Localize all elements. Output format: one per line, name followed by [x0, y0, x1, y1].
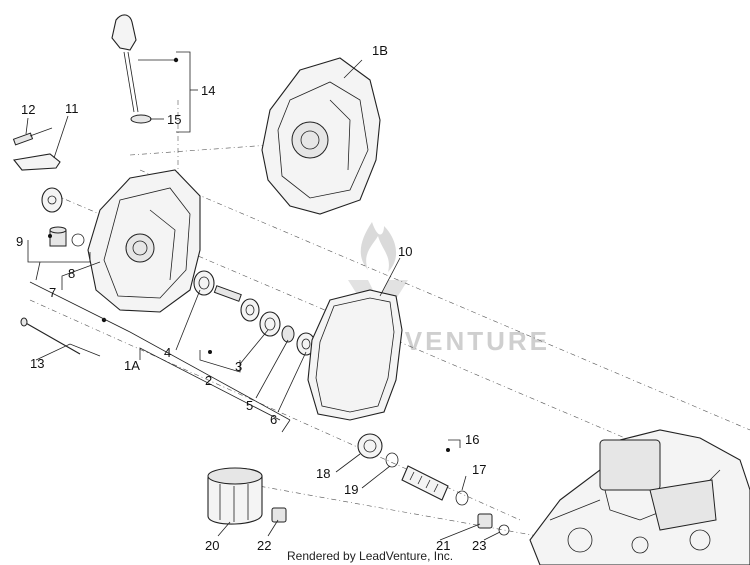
- callout-14: 14: [201, 83, 215, 98]
- callout-12: 12: [21, 102, 35, 117]
- callout-6: 6: [270, 412, 277, 427]
- screen-filter: [401, 465, 469, 506]
- rendered-by-footer: Rendered by LeadVenture, Inc.: [287, 549, 453, 563]
- crankcase-1a: [87, 169, 201, 313]
- callout-18: 18: [316, 466, 330, 481]
- dipstick: [111, 14, 152, 124]
- bolt-and-bracket: [12, 127, 61, 171]
- callout-21: 21: [436, 538, 450, 553]
- callout-13: 13: [30, 356, 44, 371]
- engine-assembly: [529, 429, 750, 565]
- callout-labels: 14 15 1B 12 11 9 8 7 10 13 1A 4 3 2 5 6 …: [16, 43, 486, 553]
- callout-4: 4: [164, 345, 171, 360]
- callout-20: 20: [205, 538, 219, 553]
- callout-1a: 1A: [124, 358, 140, 373]
- plug-and-ring: [357, 433, 399, 468]
- oil-filter: [207, 467, 263, 525]
- callout-5: 5: [246, 398, 253, 413]
- callout-8: 8: [68, 266, 75, 281]
- pump-parts: [41, 187, 85, 247]
- long-bolt: [20, 317, 81, 355]
- gasket: [307, 289, 403, 421]
- callout-3: 3: [235, 359, 242, 374]
- callout-23: 23: [472, 538, 486, 553]
- callout-10: 10: [398, 244, 412, 259]
- callout-9: 9: [16, 234, 23, 249]
- fittings: [271, 507, 510, 536]
- callout-16: 16: [465, 432, 479, 447]
- callout-17: 17: [472, 462, 486, 477]
- callout-15: 15: [167, 112, 181, 127]
- callout-22: 22: [257, 538, 271, 553]
- cover-1b: [261, 57, 381, 215]
- callout-2: 2: [205, 373, 212, 388]
- callout-1b: 1B: [372, 43, 388, 58]
- shaft-and-bearings: [193, 270, 316, 356]
- leader-lines: [25, 51, 501, 541]
- callout-19: 19: [344, 482, 358, 497]
- callout-11: 11: [65, 101, 79, 116]
- callout-7: 7: [49, 285, 56, 300]
